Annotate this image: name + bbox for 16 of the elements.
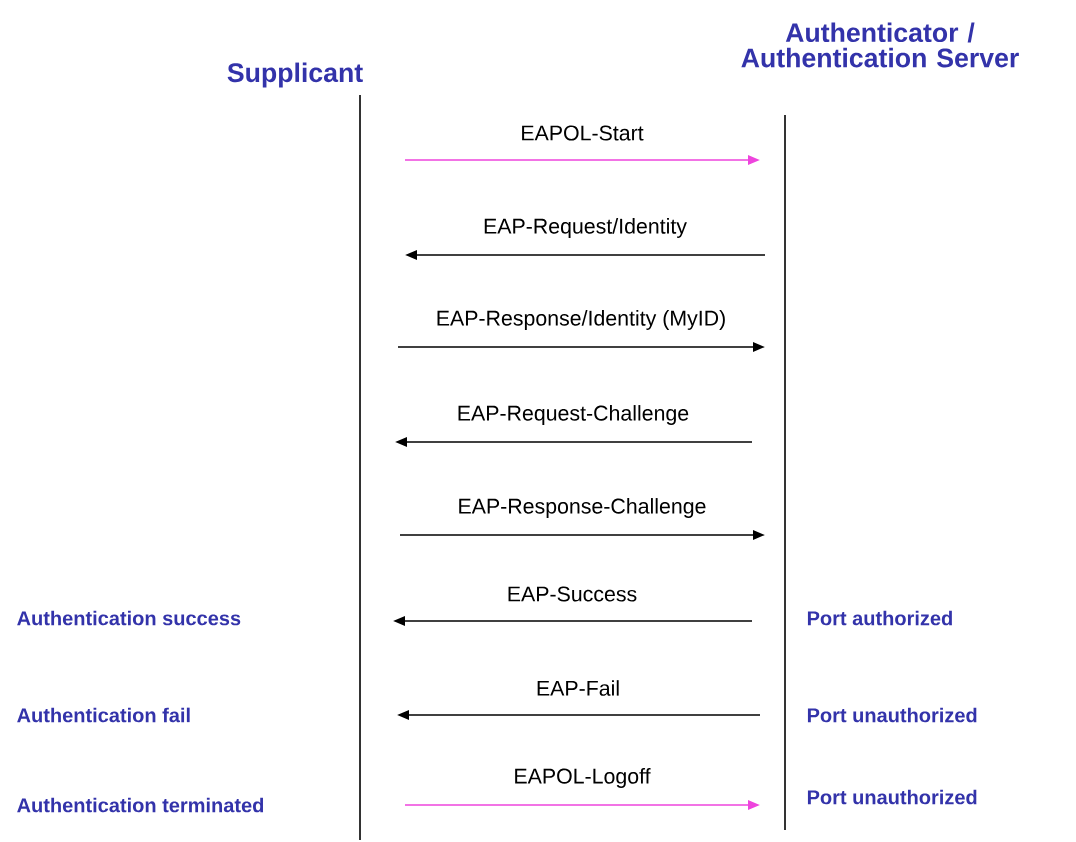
message-label: EAPOL-Start: [519, 124, 645, 142]
lifeline-heading: Supplicant: [227, 62, 363, 88]
message-label: EAP-Response/Identity (MyID): [434, 308, 728, 332]
message-label: EAP-Fail: [534, 678, 622, 698]
message-label: EAP-Success: [505, 585, 639, 603]
status-label: Authentication fail: [17, 707, 190, 723]
message-label: EAP-Request/Identity: [481, 216, 689, 240]
message-label: EAP-Response-Challenge: [456, 496, 708, 520]
status-label: Port unauthorized: [807, 707, 977, 723]
status-label: Port authorized: [807, 610, 952, 626]
status-label: Authentication success: [17, 610, 241, 626]
message-label: EAPOL-Logoff: [512, 766, 652, 790]
lifeline-heading: Authenticator / Authentication Server: [741, 22, 1019, 68]
message-label: EAP-Request-Challenge: [455, 403, 691, 427]
status-label: Port unauthorized: [807, 789, 977, 805]
status-label: Authentication terminated: [17, 797, 264, 813]
